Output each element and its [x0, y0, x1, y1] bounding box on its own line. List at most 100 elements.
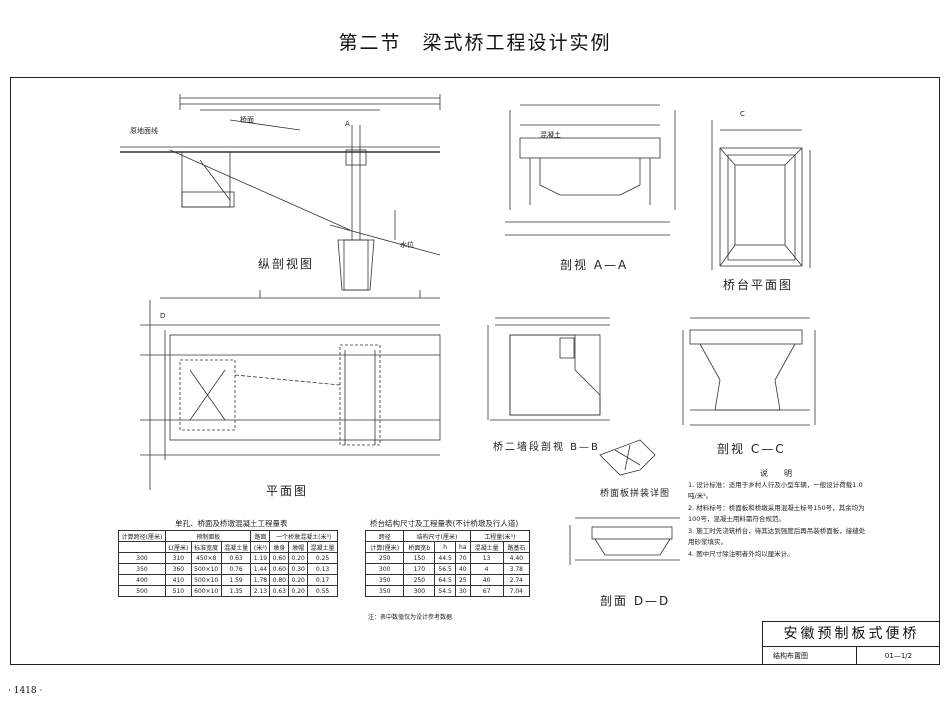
- page-header: 第二节 梁式桥工程设计实例: [338, 32, 612, 54]
- plan-view: [140, 300, 441, 490]
- table-cell: 0.20: [288, 585, 309, 597]
- table-cell: 350: [364, 574, 405, 586]
- table-cell: 桥面宽b: [403, 541, 436, 553]
- table-cell: 混凝土量: [220, 541, 252, 553]
- note-item: 2. 材料标号：桥面板和桥墩采用混凝土标号150号，其余均为100号，混凝土用料…: [688, 503, 865, 524]
- table-cell: 0.60: [269, 563, 290, 575]
- longitudinal-section: [120, 94, 441, 299]
- table-cell: 0.30: [288, 563, 309, 575]
- title-block-title: 安徽预制板式便桥: [763, 622, 940, 647]
- section-aa: [505, 104, 676, 236]
- slab-layout: [599, 439, 656, 476]
- table-cell: 计算(厘米): [364, 541, 405, 553]
- table-cell: 0.55: [307, 585, 338, 597]
- drawing-frame: [10, 77, 940, 665]
- design-notes: 说 明 1. 设计标准：适用于乡村人行及小型车辆，一般设计荷载1.0吨/米²。 …: [688, 468, 868, 560]
- table-cell: 30: [455, 585, 471, 597]
- table-cell: 标准宽度: [190, 541, 222, 553]
- view-label-section-dd: 剖面 D—D: [600, 594, 671, 608]
- table-cell: 跨径: [364, 530, 405, 542]
- table-cell: 0.63: [220, 552, 252, 564]
- view-label-longitudinal: 纵剖视图: [258, 257, 315, 271]
- table-cell: 500: [118, 585, 166, 597]
- annotation-a-marker: A: [345, 120, 350, 128]
- title-block-info-row: 结构布置图 01—1/2: [763, 647, 940, 665]
- section-dd: [569, 517, 680, 565]
- table-cell: (米³): [250, 541, 271, 553]
- table-cell: ha: [455, 541, 471, 553]
- table-cell: 350: [118, 563, 166, 575]
- table-cell: 410: [164, 574, 192, 586]
- table-cell: 混凝土量: [469, 541, 504, 553]
- note-item: 1. 设计标准：适用于乡村人行及小型车辆，一般设计荷载1.0吨/米²。: [688, 480, 863, 501]
- table-cell: 300: [364, 563, 405, 575]
- table1-title: 单孔、桥面及桥墩混凝土工程量表: [175, 519, 288, 528]
- table-cell: h: [434, 541, 457, 553]
- table-cell: 墩身: [269, 541, 290, 553]
- table-cell: 3.78: [502, 563, 531, 575]
- table-cell: 混凝土量: [307, 541, 338, 553]
- section-cc: [682, 317, 816, 426]
- table-cell: 25: [455, 574, 471, 586]
- table-cell: 路面: [250, 530, 271, 542]
- annotation-deck: 桥面: [240, 116, 254, 124]
- title-block-drawing-name: 结构布置图: [773, 652, 808, 660]
- table-cell: 350: [364, 585, 405, 597]
- table-cell: 0.20: [288, 574, 309, 586]
- table-cell: 一个桥墩混凝土(米³): [269, 530, 338, 542]
- annotation-water: 水位: [400, 241, 414, 249]
- view-label-section-cc: 剖视 C—C: [717, 442, 786, 456]
- table-cell: 510: [164, 585, 192, 597]
- table-cell: 250: [364, 552, 405, 564]
- annotation-concrete: 混凝土: [540, 131, 561, 139]
- table-cell: 70: [455, 552, 471, 564]
- view-label-plan: 平面图: [266, 484, 309, 498]
- table-cell: 300: [403, 585, 436, 597]
- table-cell: 1.44: [250, 563, 271, 575]
- table-cell: 路基石: [502, 541, 531, 553]
- table-cell: 0.13: [307, 563, 338, 575]
- table-header-row: 跨径 结构尺寸(厘米) 工程量(米³): [364, 530, 531, 542]
- view-label-section-aa: 剖视 A—A: [560, 258, 629, 272]
- table-cell: 0.60: [269, 552, 290, 564]
- table-cell: 工程量(米³): [469, 530, 531, 542]
- table-cell: 56.5: [434, 563, 457, 575]
- table-cell: 0.63: [269, 585, 290, 597]
- table2-note: 注：表中数值仅为设计参考数据: [368, 614, 453, 621]
- table-cell: 1.19: [250, 552, 271, 564]
- page-number: · 1418 ·: [8, 686, 43, 696]
- table-cell: 13: [469, 552, 504, 564]
- table-cell: 40: [469, 574, 504, 586]
- table1: 计算跨径(厘米) 预制面板 路面 一个桥墩混凝土(米³) L(厘米) 标准宽度 …: [118, 530, 338, 597]
- table-cell: 64.5: [434, 574, 457, 586]
- notes-title: 说 明: [760, 469, 796, 478]
- note-item: 4. 图中尺寸除注明者外均以厘米计。: [688, 549, 794, 558]
- view-label-section-bb: 桥二墙段剖视 B—B: [493, 442, 600, 453]
- table-cell: 0.76: [220, 563, 252, 575]
- table-header-row: 计算跨径(厘米) 预制面板 路面 一个桥墩混凝土(米³): [118, 530, 338, 542]
- table-cell: 0.80: [269, 574, 290, 586]
- table-cell: 67: [469, 585, 504, 597]
- table-cell: 2.13: [250, 585, 271, 597]
- table-cell: 4: [469, 563, 504, 575]
- table-cell: 300: [118, 552, 166, 564]
- table-cell: 0.25: [307, 552, 338, 564]
- table-cell: 250: [403, 574, 436, 586]
- table-cell: 4.40: [502, 552, 531, 564]
- view-label-slab-layout: 桥面板拼装详图: [600, 489, 671, 499]
- table-cell: 墩帽: [288, 541, 309, 553]
- table-cell: [118, 541, 166, 553]
- table-cell: 360: [164, 563, 192, 575]
- table-cell: 54.5: [434, 585, 457, 597]
- table-cell: 44.5: [434, 552, 457, 564]
- table-cell: 450×8: [190, 552, 222, 564]
- view-label-abutment-plan: 桥台平面图: [723, 278, 794, 292]
